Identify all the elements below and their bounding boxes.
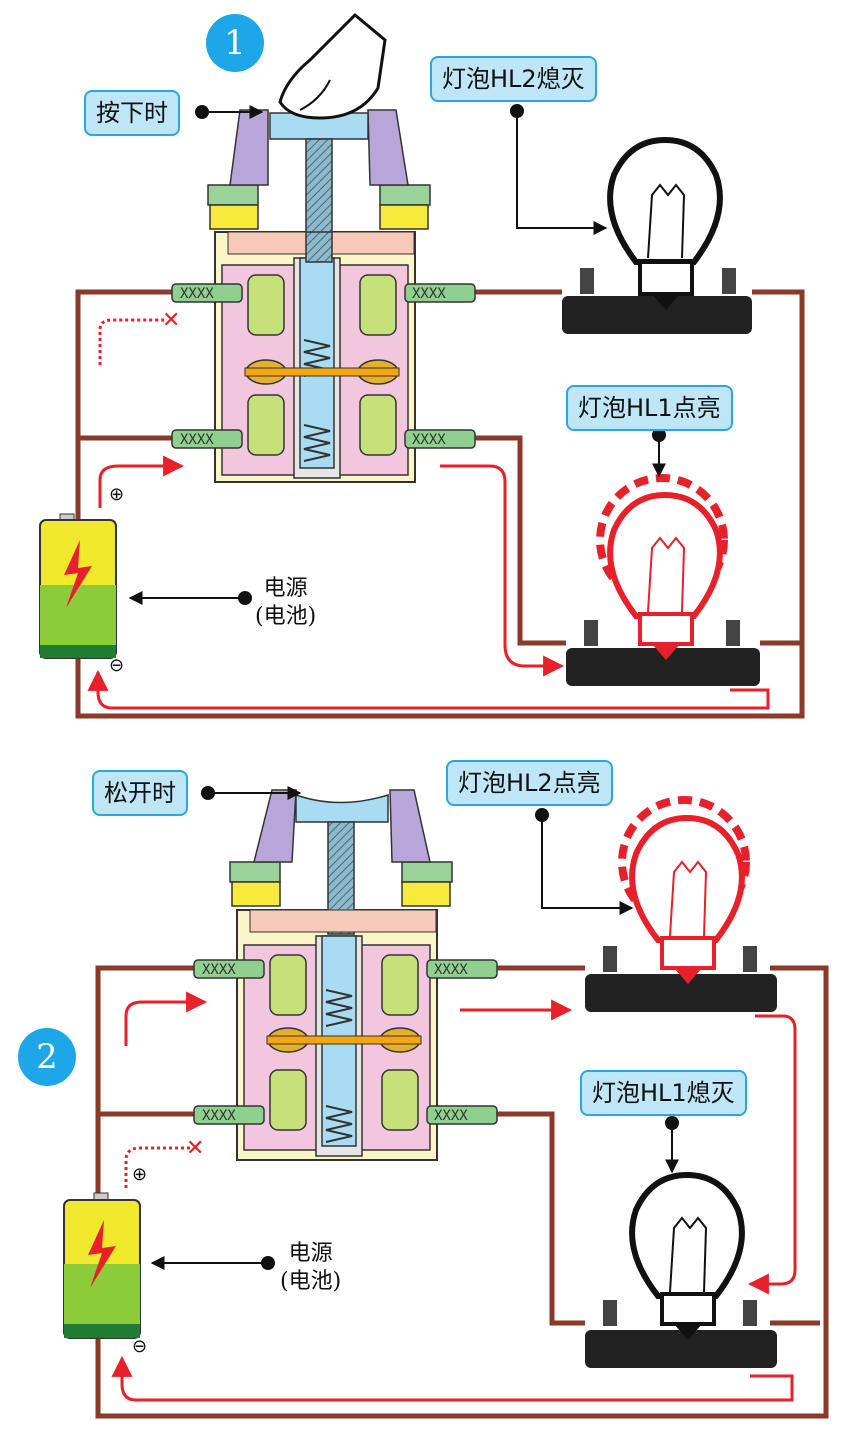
svg-text:XXXX: XXXX	[412, 432, 446, 448]
power-source-label-2: 电源 (电池)	[280, 1240, 341, 1296]
pointer-lines-1	[128, 104, 666, 605]
lamp-hl2-off-label: 灯泡HL2熄灭	[430, 56, 597, 102]
switch-pressed-label: 按下时	[84, 90, 180, 136]
panel-2: XXXX XXXX XXXX XXXX	[63, 786, 829, 1419]
pushbutton-switch-1: XXXX XXXX XXXX XXXX	[171, 109, 476, 483]
power-source-title-2: 电源	[288, 1241, 333, 1266]
svg-text:XXXX: XXXX	[434, 962, 468, 978]
wire-circuit-2	[95, 965, 829, 1419]
lamp-hl1-off-label: 灯泡HL1熄灭	[580, 1070, 747, 1116]
lamp-hl1-off-2	[585, 1171, 777, 1368]
finger-press-icon	[278, 12, 387, 120]
power-source-label-1: 电源 (电池)	[255, 575, 316, 631]
open-circuit-cross-2: ✕	[186, 1136, 205, 1161]
power-source-subtitle-1: (电池)	[255, 604, 317, 629]
lamp-hl2-lit-2	[585, 796, 777, 1012]
step-number-badge-1: 1	[206, 14, 264, 72]
plus-terminal-2: ⊕	[132, 1164, 148, 1185]
minus-terminal-1: ⊖	[109, 655, 125, 676]
current-path-2	[111, 991, 797, 1402]
minus-terminal-2: ⊖	[132, 1336, 148, 1357]
switch-released-label: 松开时	[92, 770, 188, 816]
power-source-subtitle-2: (电池)	[280, 1269, 342, 1294]
lamp-hl2-off-1	[562, 136, 752, 334]
current-path-1	[87, 318, 770, 710]
svg-text:XXXX: XXXX	[202, 962, 236, 978]
wire-circuit-1	[75, 289, 805, 719]
lamp-hl1-lit-1	[566, 474, 760, 686]
panel-1: XXXX XXXX XXXX XXXX	[39, 12, 805, 719]
svg-text:XXXX: XXXX	[180, 432, 214, 448]
battery-1	[39, 513, 117, 659]
step-number-badge-2: 2	[18, 1028, 76, 1086]
svg-text:XXXX: XXXX	[434, 1108, 468, 1124]
pushbutton-switch-2: XXXX XXXX XXXX XXXX	[193, 789, 498, 1161]
pointer-lines-2	[150, 786, 679, 1270]
power-source-title-1: 电源	[263, 576, 308, 601]
svg-text:XXXX: XXXX	[412, 286, 446, 302]
svg-text:XXXX: XXXX	[202, 1108, 236, 1124]
open-circuit-cross-1: ✕	[162, 308, 181, 333]
lamp-hl1-lit-label: 灯泡HL1点亮	[566, 385, 733, 431]
lamp-hl2-lit-label: 灯泡HL2点亮	[446, 760, 613, 806]
battery-2	[63, 1192, 141, 1339]
svg-text:XXXX: XXXX	[180, 286, 214, 302]
plus-terminal-1: ⊕	[109, 484, 125, 505]
